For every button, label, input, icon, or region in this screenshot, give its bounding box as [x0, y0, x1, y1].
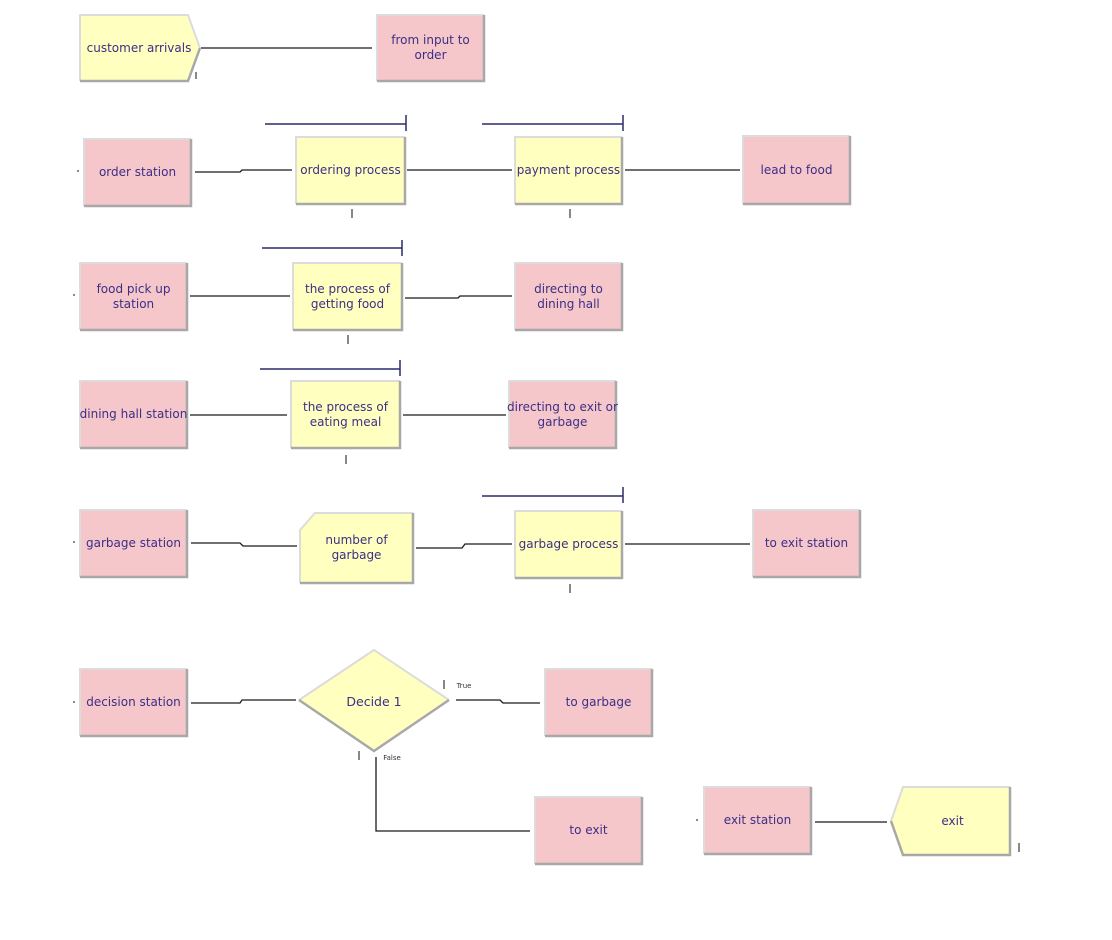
label-directing-to-exit-or-garbage: directing to exit or garbage	[507, 399, 618, 429]
label-exit-station: exit station	[723, 813, 792, 827]
route-module-from-input-to-order[interactable]	[376, 14, 486, 83]
queue-garbage-process	[482, 487, 624, 503]
route-module-to-garbage[interactable]	[544, 668, 654, 738]
label-directing-to-dining-hall: directing to dining hall	[534, 281, 603, 311]
station-module-decision-station[interactable]	[79, 668, 189, 738]
label-garbage-station: garbage station	[86, 536, 181, 550]
connector-record-to-garbage-process	[416, 543, 512, 549]
record-module-number-of-garbage[interactable]	[299, 512, 415, 585]
entity-marker	[569, 209, 571, 218]
label-to-exit-station: to exit station	[764, 536, 849, 550]
label-ordering-process: ordering process	[300, 163, 401, 177]
connector-getting-to-directing	[405, 295, 512, 299]
process-module-payment-process[interactable]	[514, 136, 624, 206]
entity-marker	[347, 335, 349, 344]
process-module-garbage-process[interactable]	[514, 510, 624, 580]
connector-decide-false-to-exit	[375, 757, 530, 832]
connector-decide-true-to-garbage	[456, 699, 540, 704]
station-module-order-station[interactable]	[83, 138, 193, 208]
label-getting-food: the process of getting food	[304, 281, 390, 311]
label-customer-arrivals: customer arrivals	[86, 40, 192, 55]
queue-getting-food	[262, 240, 403, 256]
connector-decision-station-to-decide	[191, 699, 296, 704]
route-module-directing-to-exit-or-garbage[interactable]	[508, 380, 618, 450]
station-dot	[73, 701, 75, 703]
connectors	[190, 47, 887, 832]
route-module-to-exit-station[interactable]	[752, 509, 862, 579]
queues	[260, 115, 624, 503]
dispose-module-exit[interactable]	[889, 786, 1012, 857]
station-dot	[73, 541, 75, 543]
entity-marker	[358, 751, 360, 760]
station-module-food-pick-up-station[interactable]	[79, 262, 189, 332]
label-decide-false: False	[383, 753, 401, 762]
label-dining-hall-station: dining hall station	[79, 407, 188, 421]
connector-garbage-station-to-record	[191, 542, 297, 547]
station-module-exit-station[interactable]	[703, 786, 813, 856]
queue-eating-meal	[260, 360, 401, 376]
process-module-getting-food[interactable]	[292, 262, 404, 332]
entity-marker	[443, 680, 445, 689]
label-order-station: order station	[98, 165, 177, 179]
entity-marker	[195, 72, 197, 79]
label-from-input-to-order: from input to order	[391, 33, 470, 62]
entity-marker	[351, 209, 353, 218]
decide-module-decide-1[interactable]	[298, 648, 450, 753]
label-lead-to-food: lead to food	[760, 162, 833, 177]
label-eating-meal: the process of eating meal	[302, 399, 388, 429]
create-module-customer-arrivals[interactable]	[79, 14, 202, 83]
label-payment-process: payment process	[516, 163, 621, 177]
queue-ordering-process	[265, 115, 407, 131]
connector-order-station-to-ordering	[195, 169, 292, 173]
label-number-of-garbage: number of garbage	[325, 533, 388, 562]
label-to-garbage: to garbage	[565, 695, 632, 709]
process-module-ordering-process[interactable]	[295, 136, 407, 206]
entity-marker	[345, 455, 347, 464]
entity-marker	[569, 584, 571, 593]
label-exit: exit	[941, 813, 964, 828]
label-food-pick-up-station: food pick up station	[96, 281, 171, 311]
label-garbage-process: garbage process	[518, 537, 619, 551]
entity-marker	[1018, 843, 1020, 852]
station-dot	[73, 294, 75, 296]
station-module-dining-hall-station[interactable]	[79, 380, 189, 450]
station-module-garbage-station[interactable]	[79, 509, 189, 579]
route-module-lead-to-food[interactable]	[742, 135, 852, 206]
station-dot	[696, 819, 698, 821]
station-dot	[77, 170, 79, 172]
label-decide-1: Decide 1	[346, 693, 402, 709]
process-module-eating-meal[interactable]	[290, 380, 402, 450]
route-module-directing-to-dining-hall[interactable]	[514, 262, 624, 332]
label-decide-true: True	[456, 681, 472, 690]
label-to-exit: to exit	[569, 823, 608, 837]
queue-payment-process	[482, 115, 624, 131]
route-module-to-exit[interactable]	[534, 796, 644, 866]
label-decision-station: decision station	[86, 695, 181, 709]
